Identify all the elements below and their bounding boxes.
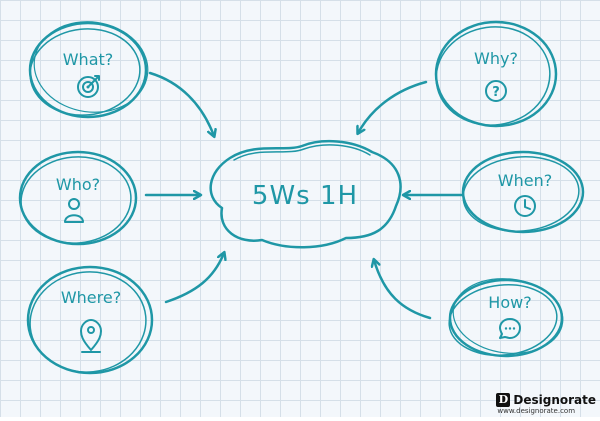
designorate-brand[interactable]: D Designorate www.designorate.com [496,393,596,415]
arrow-where [164,253,224,304]
svg-text:?: ? [492,85,500,100]
brand-name: Designorate [513,393,596,407]
person-icon [64,198,84,223]
what-node: What? [28,21,149,119]
who-label: Who? [56,175,100,194]
center-label: 5Ws 1H [252,181,358,211]
center-node: 5Ws 1H [209,140,402,249]
brand-url[interactable]: www.designorate.com [497,407,576,415]
what-label: What? [63,50,114,69]
who-node: Who? [18,150,138,246]
how-node: How? [448,278,564,358]
chat-bubble-icon [499,318,521,339]
arrow-how [374,260,432,320]
brand-logo: D [496,393,511,407]
clock-icon [514,195,536,217]
target-icon [77,75,100,98]
why-label: Why? [474,49,518,68]
why-node: Why? ? [434,20,558,128]
how-label: How? [488,293,531,312]
where-label: Where? [61,288,121,307]
question-icon: ? [485,80,507,102]
when-label: When? [498,171,552,190]
arrow-what [148,71,214,136]
arrow-why [358,80,428,133]
where-node: Where? [26,265,154,375]
location-pin-icon [80,319,102,353]
when-node: When? [461,150,585,234]
